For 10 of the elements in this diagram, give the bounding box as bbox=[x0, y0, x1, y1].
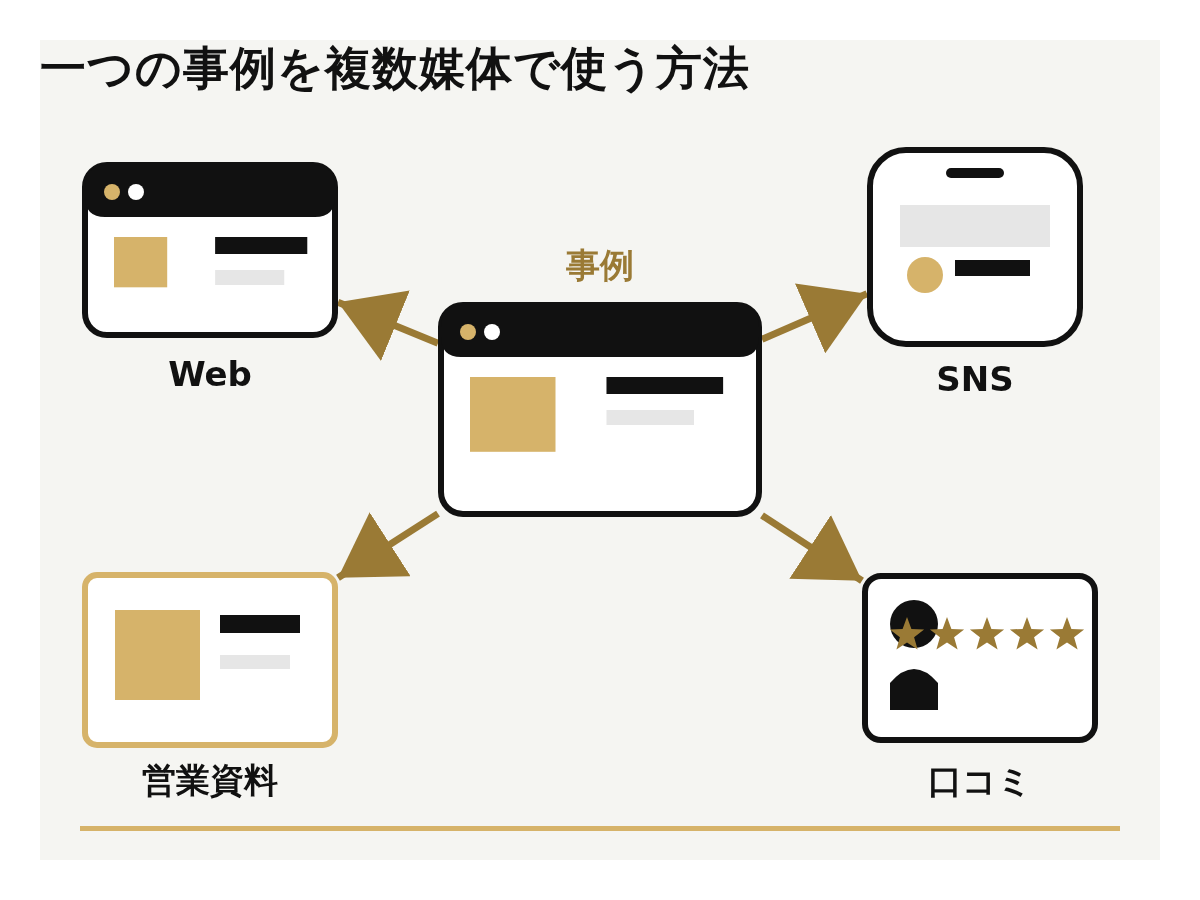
title: 一つの事例を複数媒体で使う方法 bbox=[40, 40, 750, 97]
arrow bbox=[336, 510, 440, 581]
arrow bbox=[336, 290, 440, 361]
arrow bbox=[760, 512, 864, 584]
arrow bbox=[760, 283, 869, 354]
node-label: 事例 bbox=[565, 244, 635, 287]
node-label: Web bbox=[167, 354, 253, 394]
node-label: 口コミ bbox=[927, 760, 1033, 803]
node-label: SNS bbox=[935, 359, 1015, 399]
node-label: 営業資料 bbox=[141, 759, 279, 802]
